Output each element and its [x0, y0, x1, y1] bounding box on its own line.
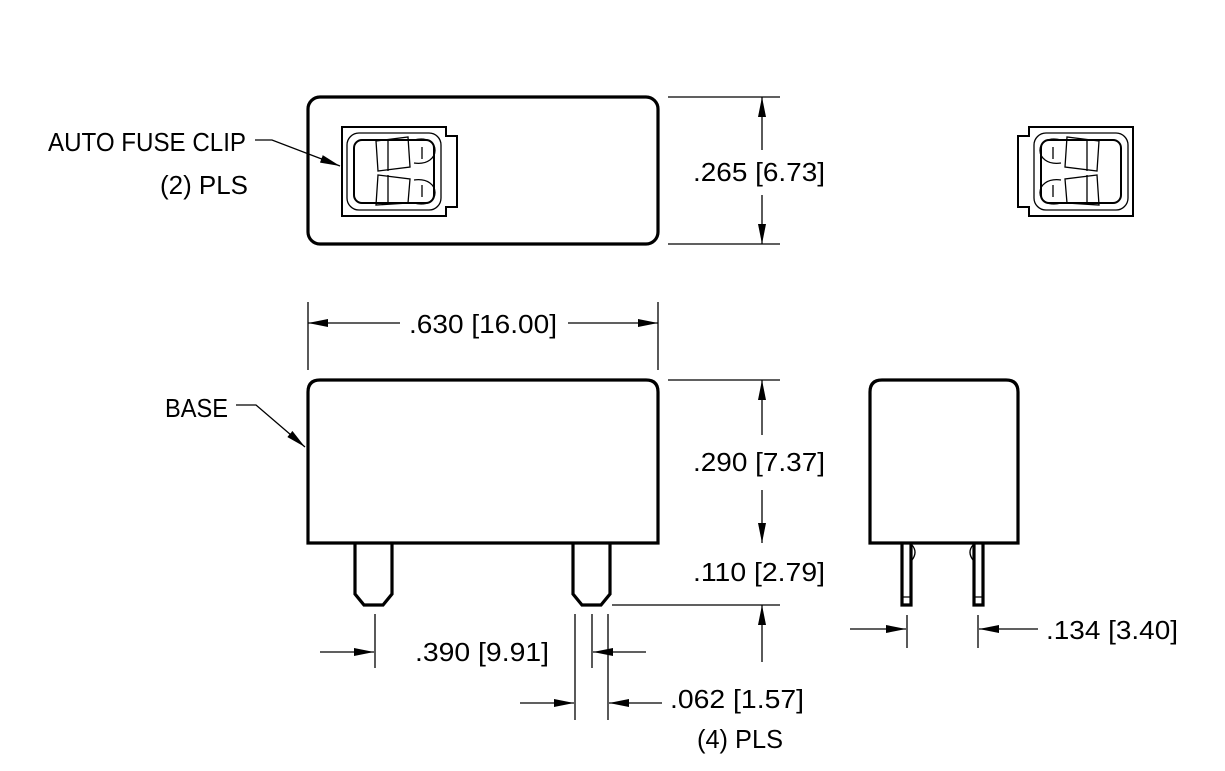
clip-leader-line: [255, 139, 341, 167]
top-view: [306, 95, 1134, 246]
base-outline: [306, 378, 660, 545]
clip-count-label: (2) PLS: [160, 170, 248, 200]
fuse-clip-left: [341, 126, 458, 217]
length-dimension: .630 [16.00]: [409, 309, 557, 339]
fuse-clip-right: [1017, 126, 1134, 217]
base-leader-line: [236, 404, 306, 448]
side-outline: [868, 378, 1020, 545]
auto-fuse-clip-label: AUTO FUSE CLIP: [48, 127, 246, 157]
pin-spacing-extension-lines: [374, 614, 593, 668]
pin-length-dimension: .110 [2.79]: [693, 557, 825, 587]
side-view: [868, 378, 1020, 607]
front-view: [306, 378, 660, 607]
pin-left: [353, 543, 394, 607]
base-label: BASE: [165, 393, 228, 423]
pin-spacing-dimension: .390 [9.91]: [415, 637, 549, 667]
length-extension-lines: [307, 302, 659, 370]
height-dimension: .290 [7.37]: [693, 447, 825, 477]
side-pin-right: [972, 543, 985, 607]
pin-right: [571, 543, 612, 607]
side-pin-left: [900, 543, 913, 607]
pin-row-extension-lines: [906, 615, 979, 648]
depth-dimension: .265 [6.73]: [693, 157, 825, 187]
top-view-outline: [306, 95, 660, 246]
pin-width-dimension: .062 [1.57]: [670, 684, 804, 714]
pin-count-label: (4) PLS: [697, 724, 783, 754]
pin-row-spacing-dimension: .134 [3.40]: [1046, 615, 1178, 645]
pin-width-extension-lines: [574, 614, 609, 720]
